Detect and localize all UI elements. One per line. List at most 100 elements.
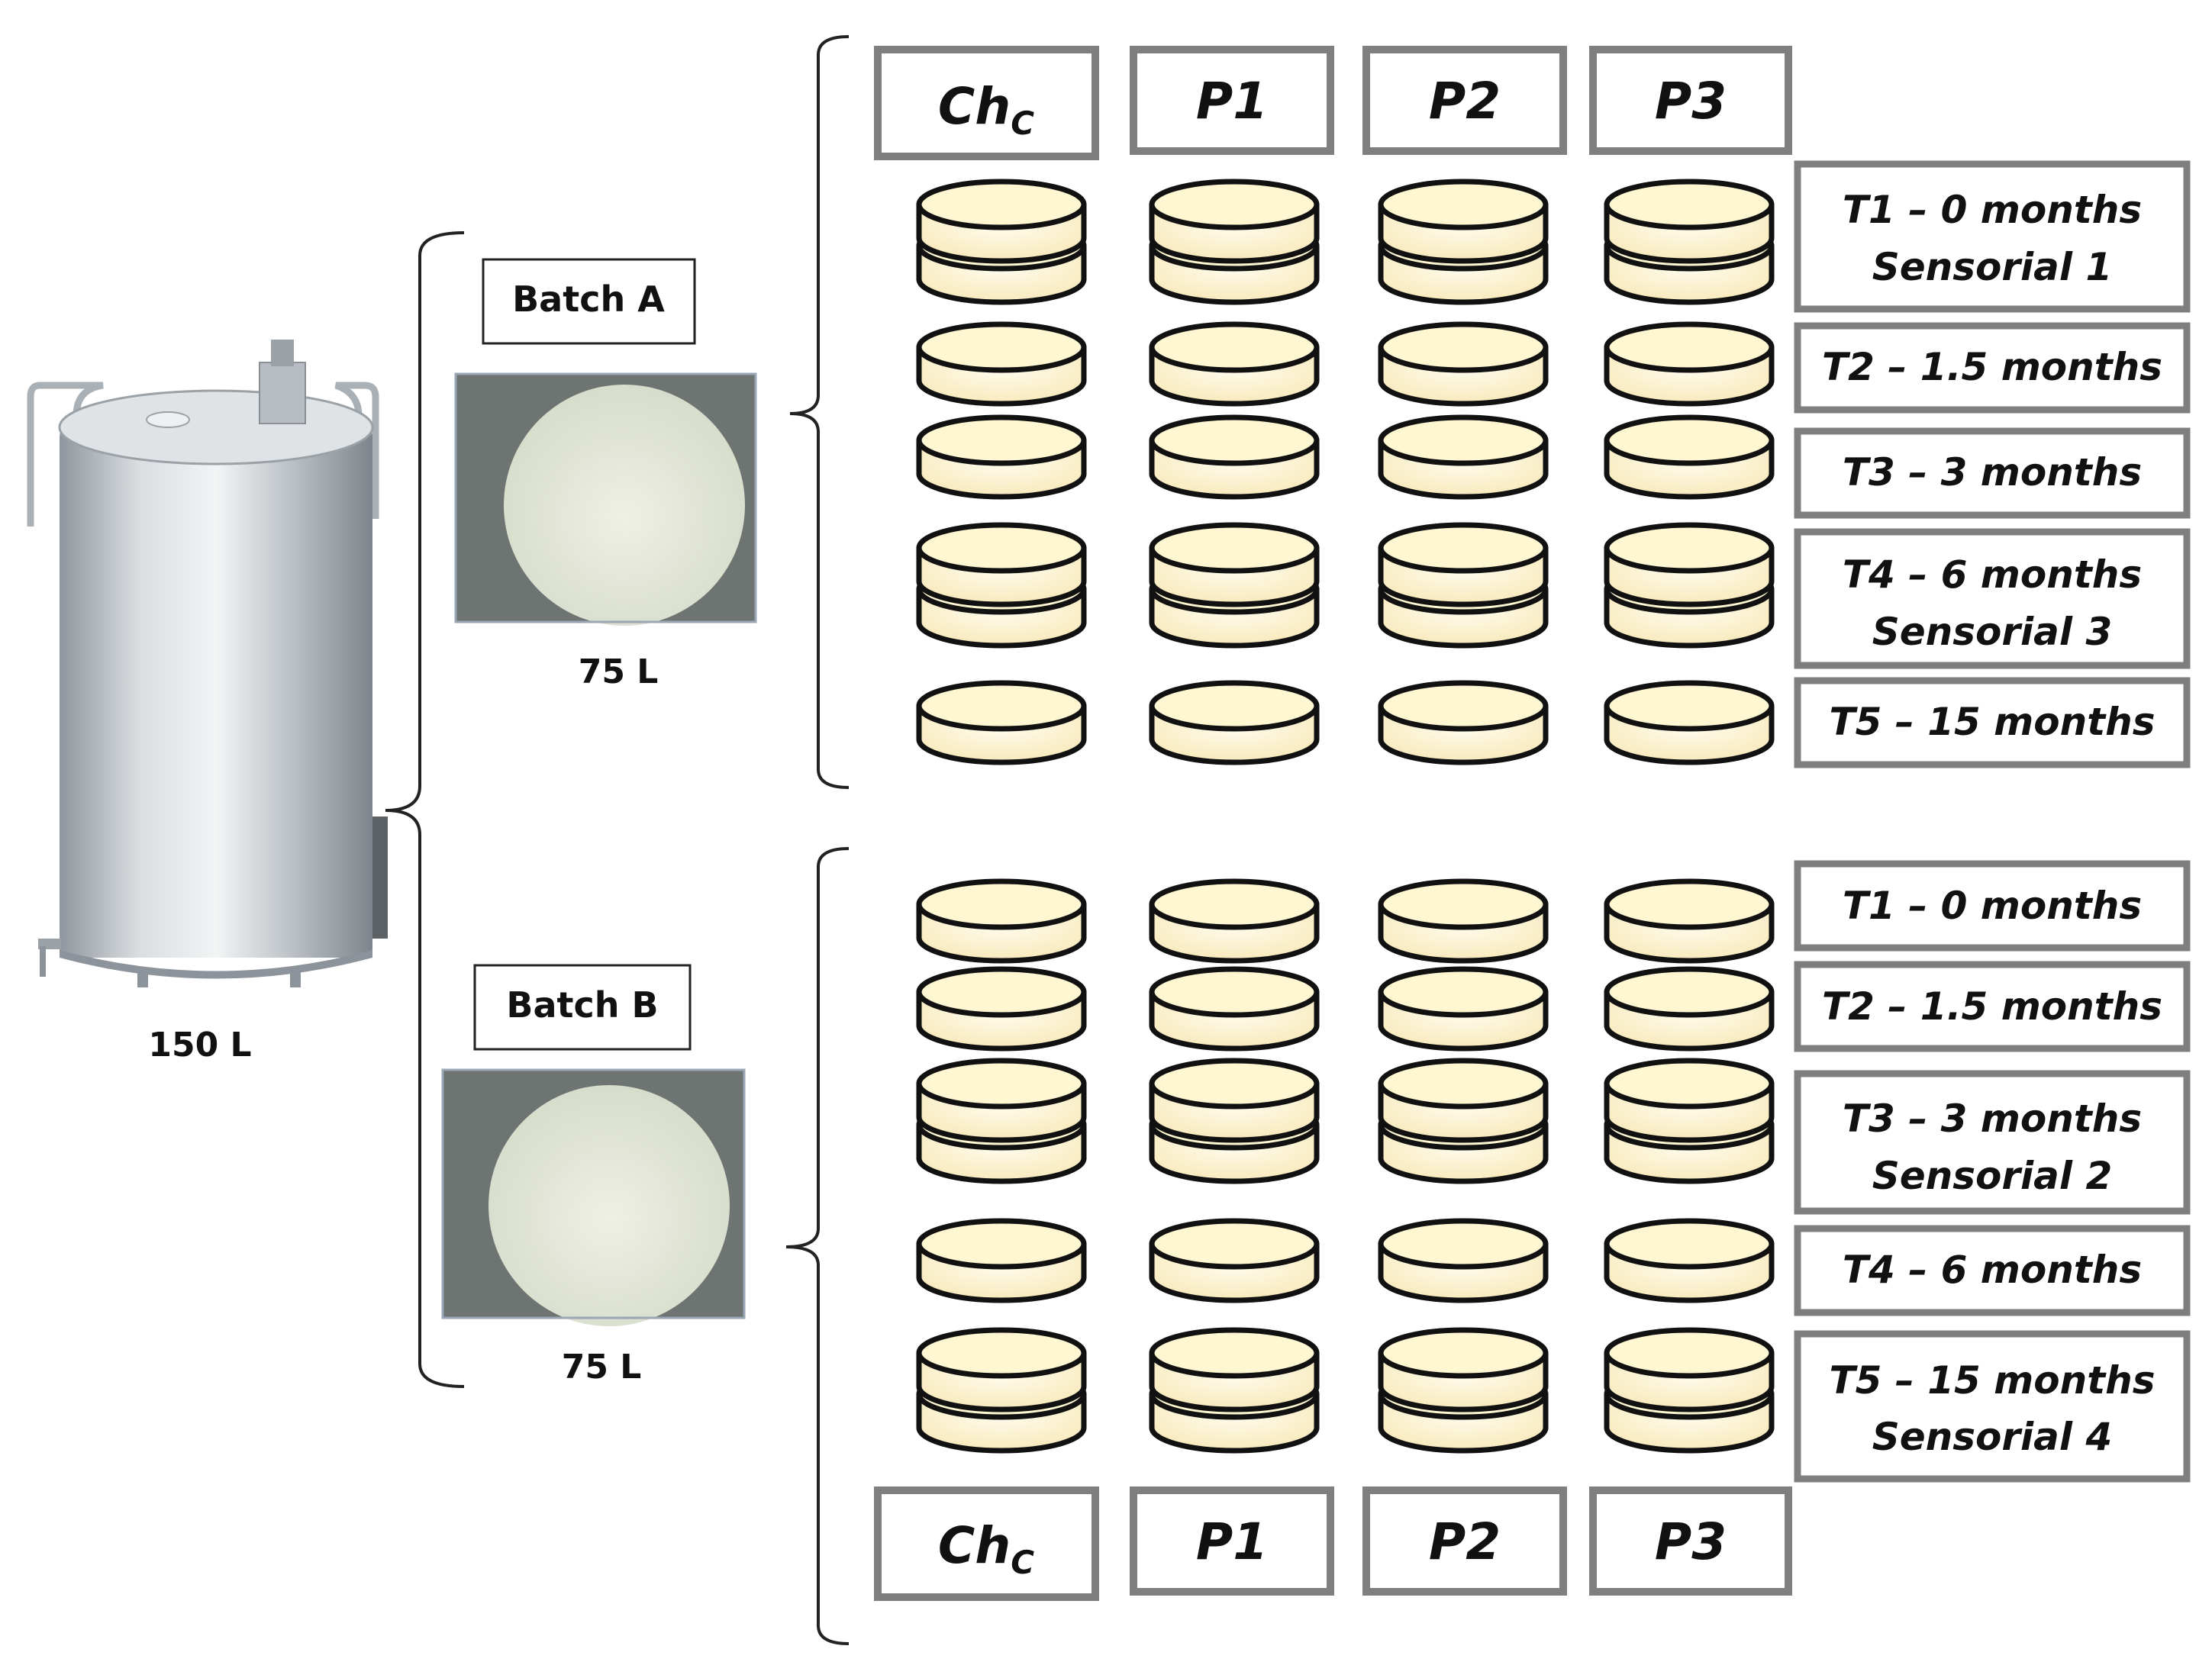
batch-a-brace bbox=[789, 35, 850, 789]
cheese-wheel bbox=[1149, 878, 1320, 964]
batch-a-volume: 75 L bbox=[579, 652, 659, 691]
timepoint-label: T1 – 0 months bbox=[1843, 188, 2142, 232]
cheese-wheel bbox=[916, 966, 1087, 1052]
timepoint-box bbox=[1794, 1225, 2191, 1316]
timepoint-sensorial: Sensorial 1 bbox=[1872, 245, 2113, 289]
column-header-p3: P3 bbox=[1655, 1512, 1727, 1571]
cheese-wheel bbox=[916, 878, 1087, 964]
timepoint-label: T5 – 15 months bbox=[1829, 1358, 2155, 1403]
batch-a-label-box bbox=[482, 258, 696, 345]
cheese-wheel bbox=[1604, 179, 1775, 264]
timepoint-box bbox=[1794, 961, 2191, 1052]
column-header-box bbox=[1362, 46, 1567, 155]
timepoints-batch-b: T1 – 0 months T2 – 1.5 months T3 – 3 mon… bbox=[1794, 860, 2191, 1483]
cheese-wheel bbox=[916, 1327, 1087, 1412]
timepoint-box bbox=[1794, 860, 2191, 952]
cheese-wheel bbox=[1604, 414, 1775, 500]
batch-b-label: Batch B bbox=[506, 984, 658, 1026]
timepoint-sensorial: Sensorial 2 bbox=[1872, 1154, 2113, 1198]
timepoint-label: T4 – 6 months bbox=[1843, 552, 2142, 597]
cheese-wheel bbox=[1378, 414, 1549, 500]
column-header-box bbox=[1130, 46, 1334, 155]
column-header-p1: P1 bbox=[1196, 72, 1268, 130]
timepoint-label: T2 – 1.5 months bbox=[1822, 345, 2162, 389]
batch-a-label: Batch A bbox=[512, 279, 665, 320]
column-headers-batch-a: ChC P1 P2 P3 bbox=[874, 46, 1792, 160]
timepoint-box bbox=[1794, 1070, 2191, 1215]
column-header-box bbox=[874, 46, 1099, 160]
cheese-wheel bbox=[1604, 321, 1775, 407]
timepoint-box bbox=[1794, 1330, 2191, 1483]
batch-b-label-box bbox=[473, 964, 692, 1051]
batch-a-vat-photo bbox=[454, 372, 757, 626]
timepoint-sensorial: Sensorial 4 bbox=[1872, 1415, 2113, 1459]
cheese-wheel bbox=[916, 1218, 1087, 1303]
timepoint-label: T1 – 0 months bbox=[1843, 884, 2142, 928]
column-headers-batch-b: ChC P1 P2 P3 bbox=[874, 1486, 1792, 1601]
column-header-chc: ChC bbox=[938, 77, 1034, 142]
cheese-wheel bbox=[1149, 522, 1320, 607]
cheese-wheel bbox=[916, 1058, 1087, 1143]
cheese-wheel bbox=[916, 680, 1087, 765]
cheese-wheel bbox=[1378, 878, 1549, 964]
cheese-wheel bbox=[1604, 1327, 1775, 1412]
cheese-wheel bbox=[916, 414, 1087, 500]
cheese-wheel bbox=[916, 522, 1087, 607]
cheese-wheel bbox=[1604, 966, 1775, 1052]
cheese-wheel bbox=[1149, 1058, 1320, 1143]
cheese-wheel bbox=[1604, 522, 1775, 607]
timepoint-box bbox=[1794, 427, 2191, 519]
cheese-wheel bbox=[1378, 179, 1549, 264]
milk-tank bbox=[27, 340, 388, 987]
column-header-box bbox=[1130, 1486, 1334, 1596]
column-header-box bbox=[1589, 1486, 1792, 1596]
tank-volume-label: 150 L bbox=[148, 1026, 251, 1065]
cheese-wheel bbox=[1378, 1218, 1549, 1303]
timepoint-label: T3 – 3 months bbox=[1843, 1097, 2142, 1141]
timepoint-box bbox=[1794, 160, 2191, 313]
column-header-p3: P3 bbox=[1655, 72, 1727, 130]
cheese-wheel bbox=[1149, 1218, 1320, 1303]
cheese-wheel bbox=[1604, 680, 1775, 765]
tank-lid bbox=[58, 389, 374, 465]
tank-motor bbox=[259, 362, 306, 424]
batch-b-brace bbox=[785, 847, 850, 1645]
cheese-wheel bbox=[1149, 414, 1320, 500]
timepoint-label: T3 – 3 months bbox=[1843, 450, 2142, 494]
timepoint-box bbox=[1794, 677, 2191, 768]
batch-split-brace bbox=[385, 231, 465, 1388]
column-header-p2: P2 bbox=[1429, 1512, 1501, 1571]
cheese-wheel bbox=[1149, 321, 1320, 407]
cheese-wheel bbox=[1149, 680, 1320, 765]
timepoint-label: T5 – 15 months bbox=[1829, 700, 2155, 744]
column-header-box bbox=[874, 1486, 1099, 1601]
cheese-wheel bbox=[1604, 1058, 1775, 1143]
cheese-wheel bbox=[1378, 966, 1549, 1052]
cheese-wheel bbox=[1149, 179, 1320, 264]
cheese-wheel bbox=[1378, 321, 1549, 407]
cheese-wheel bbox=[916, 321, 1087, 407]
timepoints-batch-a: T1 – 0 months Sensorial 1 T2 – 1.5 month… bbox=[1794, 160, 2191, 768]
timepoint-box bbox=[1794, 322, 2191, 414]
batch-b-volume: 75 L bbox=[562, 1348, 642, 1387]
cheese-wheels bbox=[916, 179, 1775, 1454]
column-header-box bbox=[1589, 46, 1792, 155]
timepoint-label: T2 – 1.5 months bbox=[1822, 984, 2162, 1029]
cheese-wheel bbox=[1604, 878, 1775, 964]
cheese-wheel bbox=[1378, 680, 1549, 765]
cheese-wheel bbox=[916, 179, 1087, 264]
cheese-wheel bbox=[1604, 1218, 1775, 1303]
column-header-p2: P2 bbox=[1429, 72, 1501, 130]
cheese-wheel bbox=[1378, 522, 1549, 607]
cheese-wheel bbox=[1149, 1327, 1320, 1412]
column-header-box bbox=[1362, 1486, 1567, 1596]
timepoint-box bbox=[1794, 528, 2191, 669]
cheese-wheel bbox=[1149, 966, 1320, 1052]
column-header-p1: P1 bbox=[1196, 1512, 1268, 1571]
timepoint-sensorial: Sensorial 3 bbox=[1872, 610, 2113, 654]
cheese-wheel bbox=[1378, 1327, 1549, 1412]
tank-body bbox=[60, 427, 372, 958]
cheese-wheel bbox=[1378, 1058, 1549, 1143]
timepoint-label: T4 – 6 months bbox=[1843, 1248, 2142, 1292]
